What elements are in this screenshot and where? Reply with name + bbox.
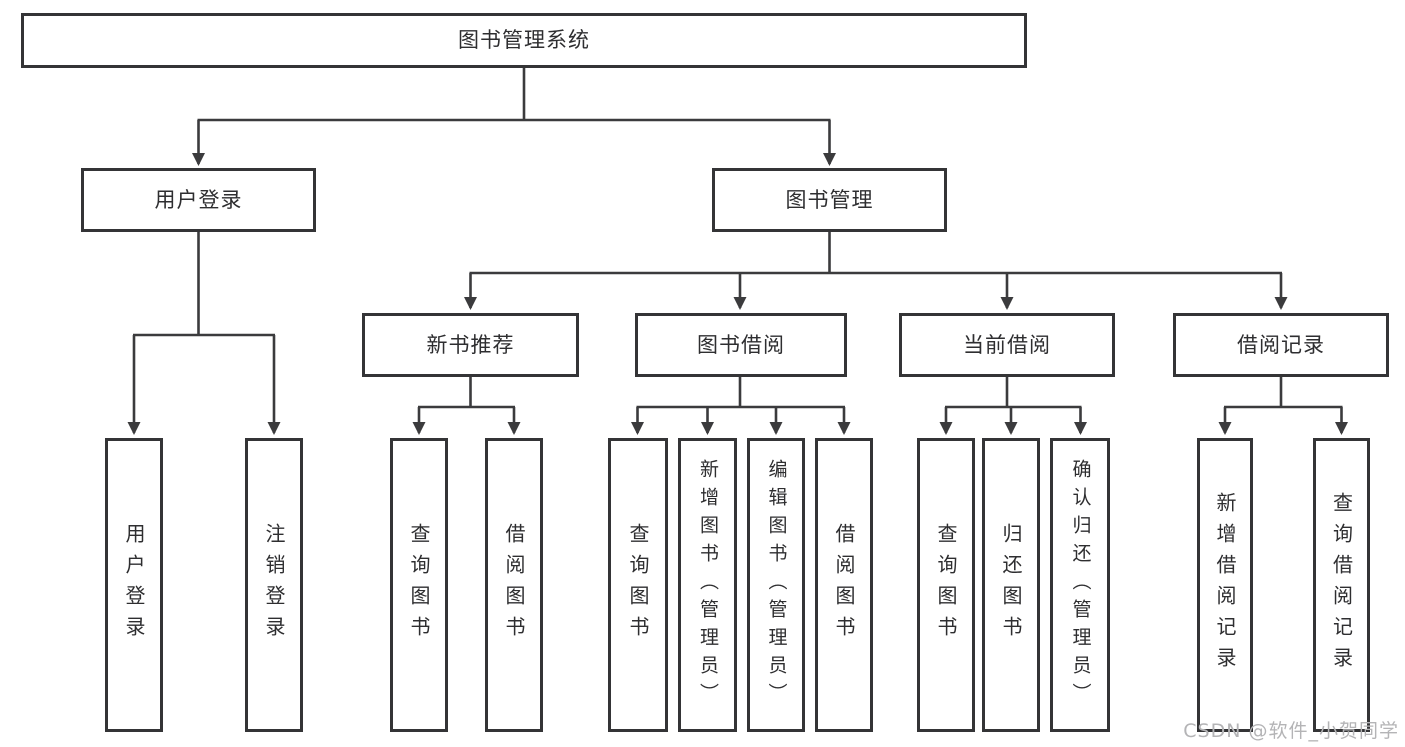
node-logout-leaf-label: 注销登录	[262, 523, 286, 647]
node-query-books-recommend: 查询图书	[390, 438, 448, 732]
node-add-borrow-record-label: 新增借阅记录	[1213, 492, 1237, 678]
node-edit-books-admin: 编辑图书（管理员）	[747, 438, 805, 732]
node-new-book-recommend-label: 新书推荐	[426, 332, 515, 357]
node-user-login-leaf: 用户登录	[105, 438, 163, 732]
node-query-books-recommend-label: 查询图书	[407, 523, 431, 647]
node-book-management-label: 图书管理	[785, 187, 874, 212]
node-user-login-branch-label: 用户登录	[154, 187, 243, 212]
node-root: 图书管理系统	[21, 13, 1027, 68]
node-query-books-borrow-label: 查询图书	[626, 523, 650, 647]
node-borrow-books: 借阅图书	[815, 438, 873, 732]
node-current-borrow-label: 当前借阅	[963, 332, 1051, 357]
node-borrow-books-recommend: 借阅图书	[485, 438, 543, 732]
node-confirm-return-admin: 确认归还（管理员）	[1050, 438, 1110, 732]
node-return-books: 归还图书	[982, 438, 1040, 732]
node-return-books-label: 归还图书	[999, 523, 1023, 647]
node-borrow-records-label: 借阅记录	[1237, 332, 1325, 357]
node-new-book-recommend: 新书推荐	[362, 313, 579, 377]
node-add-borrow-record: 新增借阅记录	[1197, 438, 1253, 732]
node-query-books-current: 查询图书	[917, 438, 975, 732]
node-logout-leaf: 注销登录	[245, 438, 303, 732]
node-query-books-current-label: 查询图书	[934, 523, 958, 647]
node-confirm-return-admin-label: 确认归还（管理员）	[1069, 459, 1092, 711]
node-book-borrow: 图书借阅	[635, 313, 847, 377]
node-borrow-books-label: 借阅图书	[832, 523, 856, 647]
node-query-books-borrow: 查询图书	[608, 438, 668, 732]
csdn-watermark: CSDN @软件_小贺同学	[1183, 720, 1399, 742]
node-user-login-leaf-label: 用户登录	[122, 523, 146, 647]
node-query-borrow-record: 查询借阅记录	[1313, 438, 1370, 732]
node-query-borrow-record-label: 查询借阅记录	[1329, 492, 1354, 678]
node-add-books-admin: 新增图书（管理员）	[678, 438, 737, 732]
node-current-borrow: 当前借阅	[899, 313, 1115, 377]
node-borrow-records: 借阅记录	[1173, 313, 1389, 377]
node-add-books-admin-label: 新增图书（管理员）	[697, 459, 719, 711]
node-user-login-branch: 用户登录	[81, 168, 316, 232]
node-borrow-books-recommend-label: 借阅图书	[502, 523, 526, 647]
node-root-label: 图书管理系统	[458, 28, 590, 52]
node-book-management: 图书管理	[712, 168, 947, 232]
node-edit-books-admin-label: 编辑图书（管理员）	[765, 459, 788, 711]
node-book-borrow-label: 图书借阅	[697, 332, 785, 357]
